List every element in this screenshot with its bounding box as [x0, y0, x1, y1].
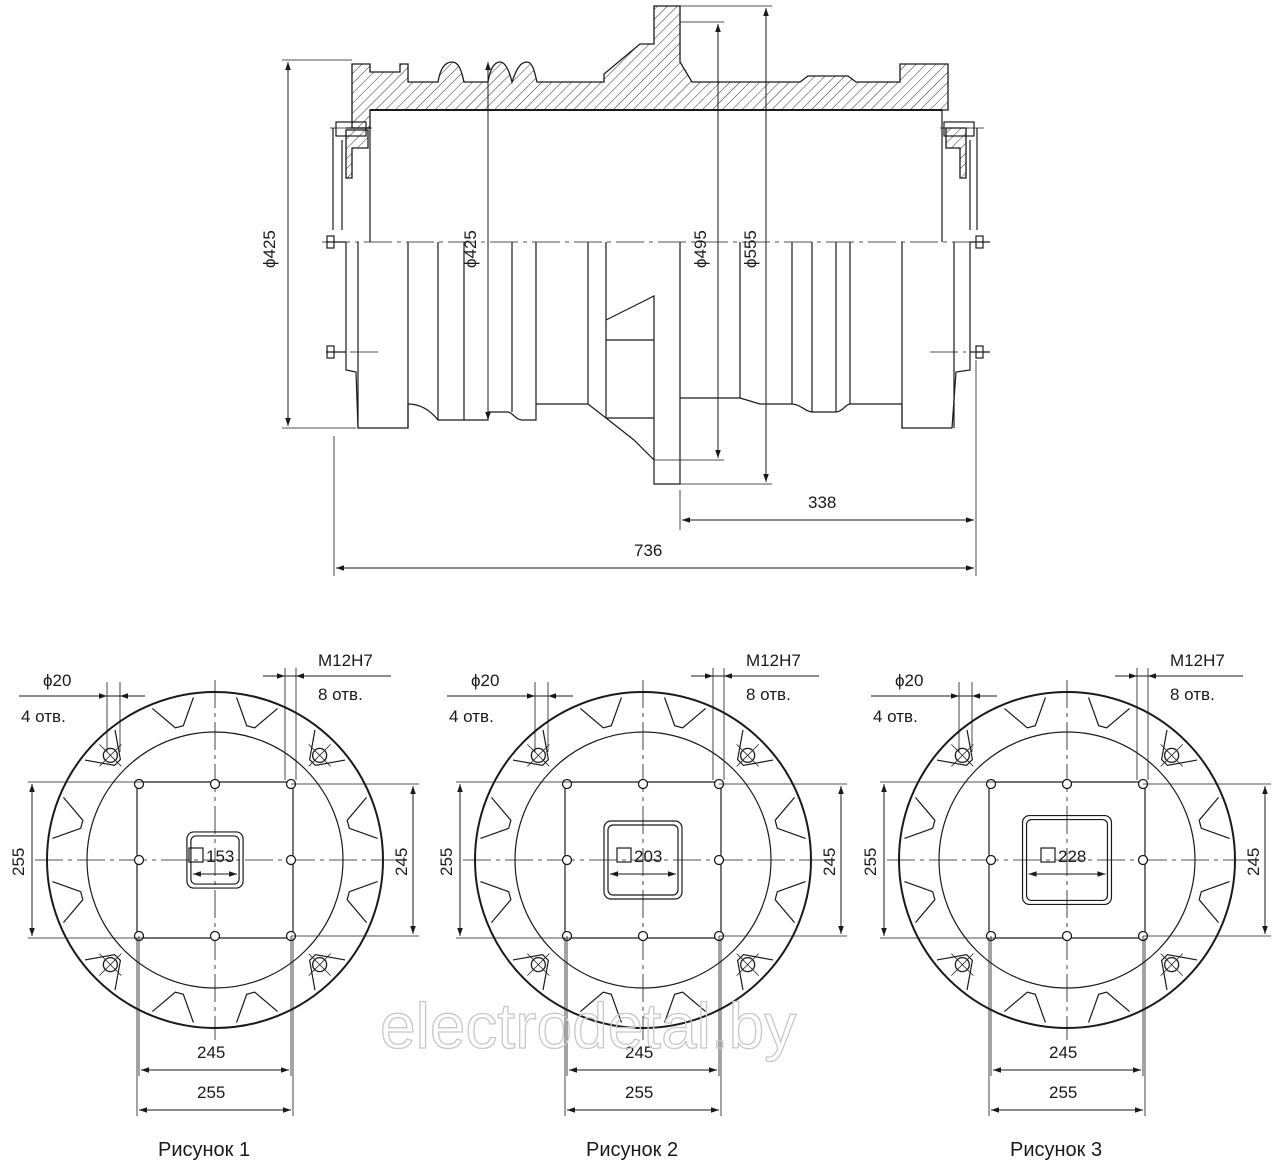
rib [1003, 991, 1047, 1023]
elevation-view: ϕ425 ϕ425 ϕ495 ϕ555 338 736 [260, 5, 994, 576]
threaded-hole [1061, 778, 1073, 790]
rib [151, 991, 195, 1023]
dim-diameter-4: ϕ555 [741, 230, 760, 268]
threaded-hole [133, 778, 145, 790]
threaded-hole [209, 778, 221, 790]
plan-view-1: 255 245 245 255 153 ϕ20 4 отв. M12H7 8 отв. Рисун… [9, 651, 419, 1161]
plan-view-2: 255 245 245 255 203 ϕ20 4 отв. M12H7 8 отв. Рисун… [437, 651, 847, 1161]
square-symbol [616, 847, 632, 863]
rib [1087, 697, 1131, 729]
dim-left: 255 [861, 848, 880, 876]
dim-length-short: 338 [808, 493, 836, 512]
body-outline [345, 242, 971, 485]
dim-diameter-3: ϕ495 [691, 230, 710, 268]
dim-bottom-inner: 245 [1049, 1043, 1077, 1062]
rib [480, 796, 512, 840]
dim-bottom-outer: 255 [625, 1083, 653, 1102]
threaded-hole [561, 778, 573, 790]
threaded-hole [209, 930, 221, 942]
rib [774, 796, 806, 840]
threaded-hole [285, 854, 297, 866]
rib [1198, 796, 1230, 840]
rib [579, 697, 623, 729]
square-symbol [188, 847, 204, 863]
dim-right: 245 [820, 848, 839, 876]
figure-caption: Рисунок 2 [586, 1139, 678, 1161]
threaded-hole [637, 930, 649, 942]
threaded-hole [713, 854, 725, 866]
hole-count-label: 4 отв. [873, 707, 918, 726]
rib [1087, 991, 1131, 1023]
thread-count-label: 8 отв. [746, 685, 791, 704]
plan-view-3: 255 245 245 255 228 ϕ20 4 отв. M12H7 8 отв. Рисун… [861, 651, 1271, 1161]
thread-count-label: 8 отв. [318, 685, 363, 704]
dim-length-total: 736 [634, 541, 662, 560]
threaded-hole [637, 778, 649, 790]
plan-views: 255 245 245 255 153 ϕ20 4 отв. M12H7 8 отв. Рисун… [9, 651, 1271, 1161]
rib [1003, 697, 1047, 729]
rib [663, 697, 707, 729]
thread-count-label: 8 отв. [1170, 685, 1215, 704]
dim-right: 245 [392, 848, 411, 876]
dim-diameter-1: ϕ425 [260, 230, 279, 268]
rib [52, 796, 84, 840]
dim-bottom-inner: 245 [625, 1043, 653, 1062]
thread-label: M12H7 [1170, 651, 1225, 670]
rib [663, 991, 707, 1023]
hole-diameter-label: ϕ20 [471, 671, 499, 690]
rib [52, 880, 84, 924]
threaded-hole [1061, 930, 1073, 942]
dim-diameter-2: ϕ425 [461, 230, 480, 268]
thread-label: M12H7 [318, 651, 373, 670]
rib [904, 796, 936, 840]
threaded-hole [1137, 854, 1149, 866]
thread-label: M12H7 [746, 651, 801, 670]
rib [151, 697, 195, 729]
rib [480, 880, 512, 924]
threaded-hole [133, 854, 145, 866]
hole-count-label: 4 отв. [21, 707, 66, 726]
dim-opening: 203 [634, 847, 662, 866]
hole-diameter-label: ϕ20 [43, 671, 71, 690]
dim-left: 255 [437, 848, 456, 876]
rib [774, 880, 806, 924]
rib [346, 796, 378, 840]
square-symbol [1040, 847, 1056, 863]
rib [235, 991, 279, 1023]
dim-bottom-outer: 255 [1049, 1083, 1077, 1102]
rib [1198, 880, 1230, 924]
threaded-hole [985, 778, 997, 790]
dim-opening: 228 [1058, 847, 1086, 866]
threaded-hole [561, 854, 573, 866]
rib [579, 991, 623, 1023]
figure-caption: Рисунок 1 [158, 1139, 250, 1161]
hole-diameter-label: ϕ20 [895, 671, 923, 690]
rib [235, 697, 279, 729]
watermark: electrodetal.by [380, 990, 796, 1062]
figure-caption: Рисунок 3 [1010, 1139, 1102, 1161]
hole-count-label: 4 отв. [449, 707, 494, 726]
dim-right: 245 [1244, 848, 1263, 876]
dim-bottom-inner: 245 [197, 1043, 225, 1062]
rib [346, 880, 378, 924]
threaded-hole [985, 854, 997, 866]
housing-section [351, 5, 949, 129]
dim-left: 255 [9, 848, 28, 876]
dim-opening: 153 [206, 847, 234, 866]
rib [904, 880, 936, 924]
dim-bottom-outer: 255 [197, 1083, 225, 1102]
